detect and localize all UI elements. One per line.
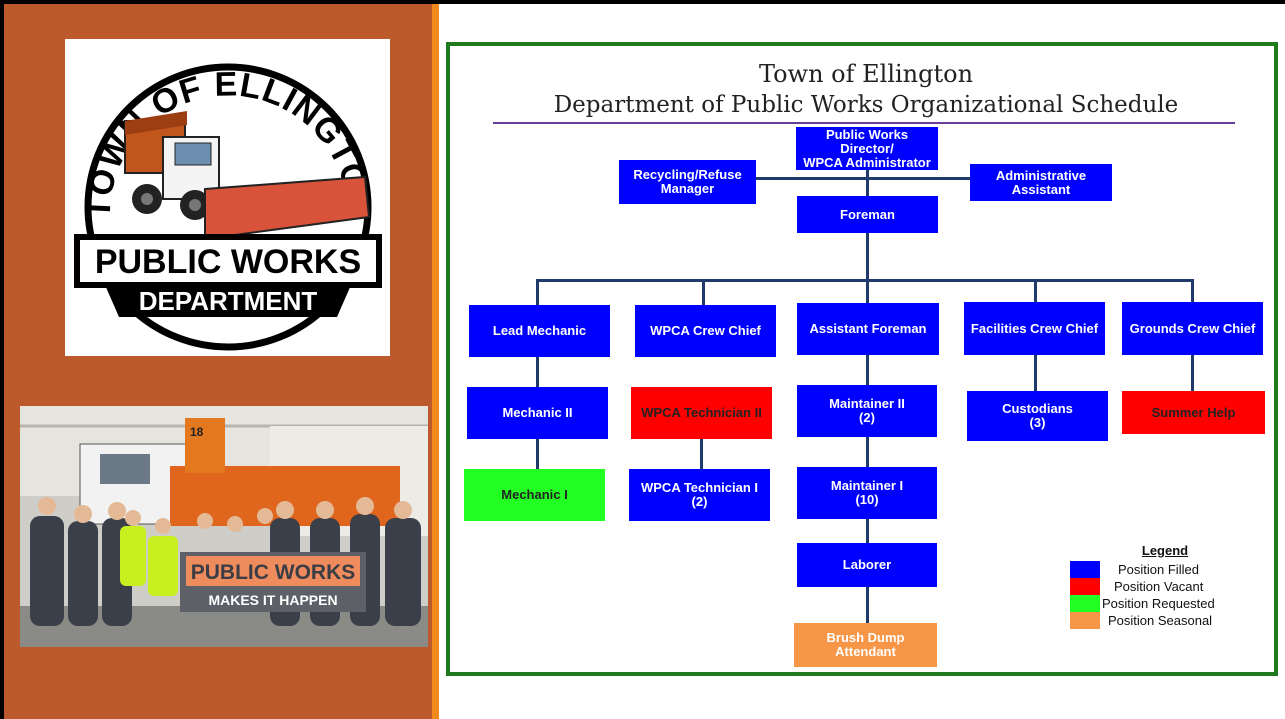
legend-swatch-vacant <box>1070 578 1100 595</box>
title-underline <box>493 122 1235 124</box>
node-administrative-assistant: Administrative Assistant <box>970 164 1112 201</box>
node-mechanic-i: Mechanic I <box>464 469 605 521</box>
node-facilities-crew-chief: Facilities Crew Chief <box>964 302 1105 355</box>
legend-swatch-filled <box>1070 561 1100 578</box>
logo-graphic: TOWN OF ELLINGTON PUBLIC WORKS DEPARTMEN… <box>74 63 382 351</box>
legend-label-seasonal: Position Seasonal <box>1108 613 1213 628</box>
connector-line <box>702 279 705 305</box>
connector-line <box>866 587 869 623</box>
connector-line <box>866 355 869 385</box>
legend-swatch-requested <box>1070 595 1100 612</box>
node-foreman: Foreman <box>797 196 938 233</box>
connector-line <box>753 177 970 180</box>
banner-line1: PUBLIC WORKS <box>191 561 356 584</box>
connector-line <box>866 170 869 196</box>
connector-line <box>536 279 539 305</box>
truck-number: 18 <box>190 425 204 439</box>
team-photo-graphic: 18 PUBLIC WORKS MAKES IT HAPPEN <box>20 406 428 647</box>
connector-line <box>1191 279 1194 303</box>
frame-top-border <box>0 0 1285 4</box>
node-assistant-foreman: Assistant Foreman <box>797 303 939 355</box>
node-custodians: Custodians (3) <box>967 391 1108 441</box>
logo-bottom-text: DEPARTMENT <box>139 286 318 316</box>
connector-line <box>866 233 869 281</box>
connector-line <box>1034 355 1037 391</box>
node-maintainer-i: Maintainer I (10) <box>797 467 937 519</box>
node-wpca-technician-ii: WPCA Technician II <box>631 387 772 439</box>
node-laborer: Laborer <box>797 543 937 587</box>
legend-title: Legend <box>1141 543 1189 558</box>
connector-line <box>866 437 869 467</box>
node-wpca-technician-i: WPCA Technician I (2) <box>629 469 770 521</box>
node-maintainer-ii: Maintainer II (2) <box>797 385 937 437</box>
connector-line <box>1191 355 1194 391</box>
node-brush-dump-attendant: Brush Dump Attendant <box>794 623 937 667</box>
public-works-logo: TOWN OF ELLINGTON PUBLIC WORKS DEPARTMEN… <box>65 39 390 356</box>
team-photo: 18 PUBLIC WORKS MAKES IT HAPPEN <box>20 406 428 647</box>
connector-line <box>536 279 1194 282</box>
chart-subtitle: Department of Public Works Organizationa… <box>553 92 1179 118</box>
node-wpca-crew-chief: WPCA Crew Chief <box>635 305 776 357</box>
connector-line <box>1034 279 1037 303</box>
node-lead-mechanic: Lead Mechanic <box>469 305 610 357</box>
node-recycling-manager: Recycling/Refuse Manager <box>619 160 756 204</box>
connector-line <box>866 519 869 543</box>
divider-bar <box>432 4 439 719</box>
legend-swatch-seasonal <box>1070 612 1100 629</box>
legend-label-requested: Position Requested <box>1102 596 1215 611</box>
connector-line <box>700 439 703 469</box>
frame-left-border <box>0 0 4 719</box>
connector-line <box>536 357 539 387</box>
node-summer-help: Summer Help <box>1122 391 1265 434</box>
logo-middle-text: PUBLIC WORKS <box>95 243 361 281</box>
chart-title: Town of Ellington <box>758 60 974 88</box>
node-grounds-crew-chief: Grounds Crew Chief <box>1122 302 1263 355</box>
banner-line2: MAKES IT HAPPEN <box>208 592 337 608</box>
node-public-works-director: Public Works Director/ WPCA Administrato… <box>796 127 938 170</box>
connector-line <box>536 439 539 469</box>
node-mechanic-ii: Mechanic II <box>467 387 608 439</box>
legend-label-vacant: Position Vacant <box>1114 579 1204 594</box>
legend-label-filled: Position Filled <box>1118 562 1199 577</box>
connector-line <box>866 279 869 305</box>
